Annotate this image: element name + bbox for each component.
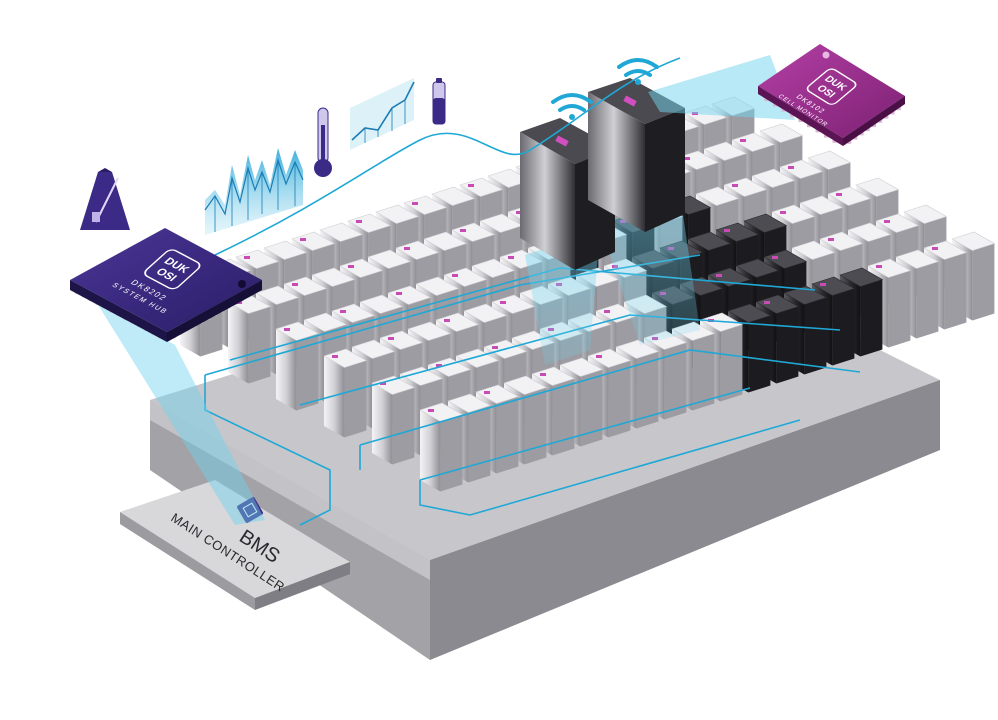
battery-cell (227, 294, 272, 384)
cell-sensor (740, 139, 746, 142)
cell-sensor (244, 256, 250, 259)
cell-sensor (460, 229, 466, 232)
wifi-signal-icon (617, 58, 659, 85)
cell-sensor (732, 184, 738, 187)
system-hub-chip: DUK OSI DK8202 SYSTEM HUB (70, 228, 262, 342)
cell-sensor (436, 364, 442, 367)
system-hub-beam (95, 300, 265, 525)
cell-sensor (404, 247, 410, 250)
cell-sensor (820, 283, 826, 286)
cell-sensor (604, 310, 610, 313)
cell-sensor (388, 337, 394, 340)
cell-sensor (468, 184, 474, 187)
cell-sensor (340, 310, 346, 313)
battery-cell (275, 321, 320, 411)
cell-sensor (492, 346, 498, 349)
cell-monitor-module-left (520, 118, 615, 270)
cell-sensor (428, 409, 434, 412)
cell-sensor (284, 328, 290, 331)
cell-sensor (300, 238, 306, 241)
line-graph-icon (350, 78, 415, 150)
battery-level-icon (432, 78, 446, 125)
cell-monitor-module-right (588, 78, 685, 232)
wireless-data-line (214, 57, 681, 256)
cell-sensor (596, 355, 602, 358)
cell-sensor (484, 391, 490, 394)
cell-sensor (884, 220, 890, 223)
cell-sensor (764, 301, 770, 304)
cell-sensor (452, 274, 458, 277)
cell-sensor (788, 166, 794, 169)
cell-sensor (396, 292, 402, 295)
cell-sensor (684, 157, 690, 160)
cell-sensor (500, 301, 506, 304)
cell-sensor (348, 265, 354, 268)
battery-cell (419, 402, 464, 492)
cell-sensor (836, 193, 842, 196)
cell-sensor (516, 211, 522, 214)
waveform-chart-icon (204, 148, 304, 235)
cell-sensor (508, 256, 514, 259)
bms-chip-icon (237, 497, 263, 523)
cell-sensor (772, 256, 778, 259)
cell-monitor-beam (648, 55, 795, 120)
battery-cell (323, 348, 368, 438)
cell-sensor (540, 373, 546, 376)
thermometer-icon (314, 107, 332, 177)
cell-sensor (356, 220, 362, 223)
cell-sensor (724, 229, 730, 232)
cell-sensor (332, 355, 338, 358)
cell-sensor (716, 274, 722, 277)
cell-monitor-chip: DUK OSI DK8102 CELL MONITOR (758, 44, 905, 146)
cell-sensor (876, 265, 882, 268)
cell-sensor (412, 202, 418, 205)
cell-sensor (932, 247, 938, 250)
cell-sensor (380, 382, 386, 385)
cell-sensor (444, 319, 450, 322)
bms-main-controller: BMS MAIN CONTROLLER (120, 480, 350, 610)
cell-sensor (828, 238, 834, 241)
metronome-icon (80, 168, 130, 230)
cell-sensor (292, 283, 298, 286)
battery-cell (371, 375, 416, 465)
cell-sensor (780, 211, 786, 214)
wifi-signal-icon (551, 93, 593, 120)
